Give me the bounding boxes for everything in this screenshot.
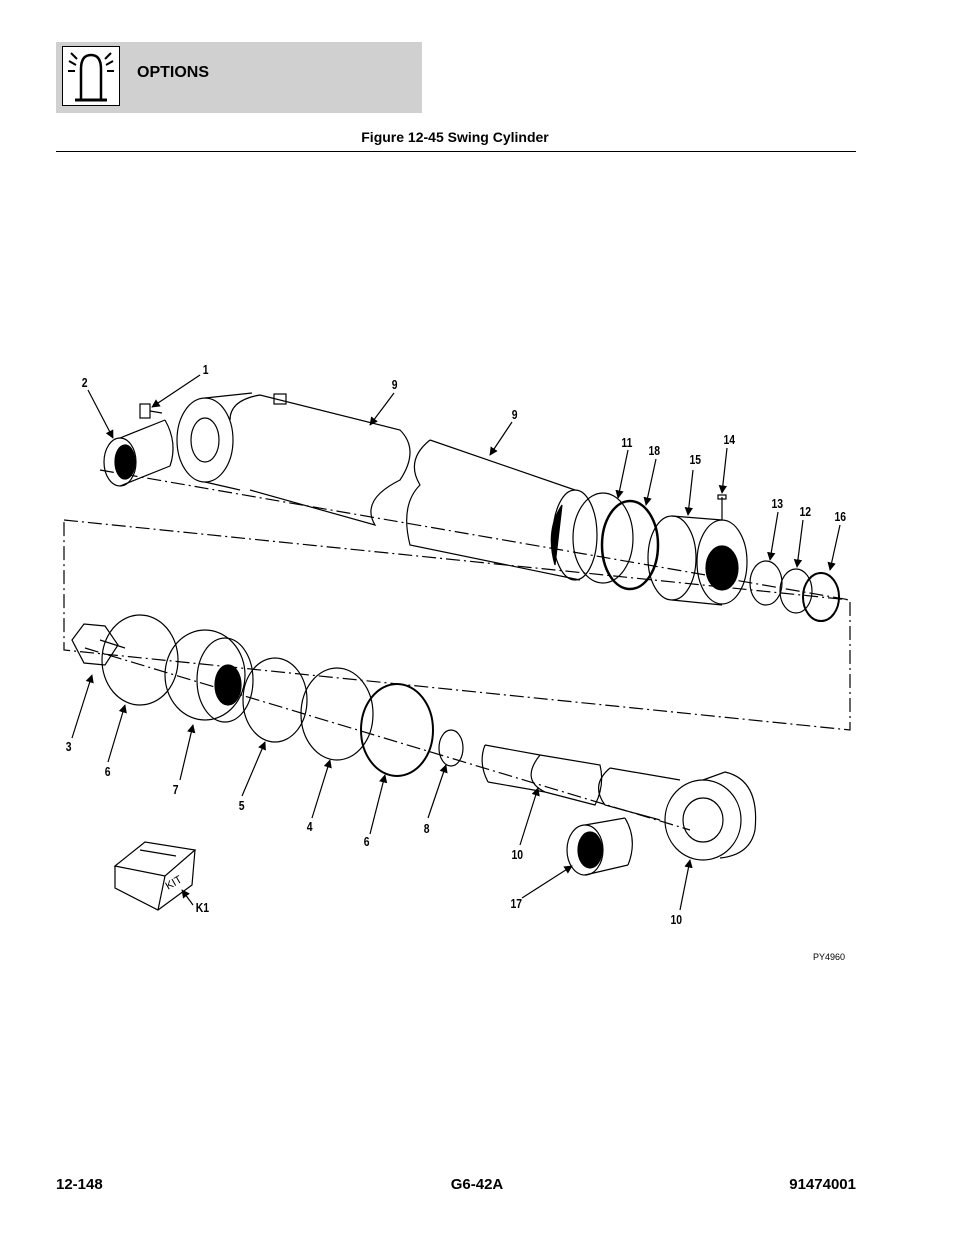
o-ring-part-11 xyxy=(572,492,634,584)
drawing-id: PY4960 xyxy=(813,952,845,962)
callout-9: 9 xyxy=(392,378,398,392)
callout-9b: 9 xyxy=(512,408,518,422)
callout-12: 12 xyxy=(799,505,811,519)
page-number: 12-148 xyxy=(56,1176,103,1193)
grease-fitting-part-1 xyxy=(139,403,163,419)
callout-6b: 6 xyxy=(364,835,370,849)
callout-k1: K1 xyxy=(196,901,210,915)
model-number: G6-42A xyxy=(450,1176,504,1193)
wear-ring-part-6b xyxy=(360,683,434,777)
callout-18: 18 xyxy=(648,444,660,458)
figure-title: Figure 12-45 Swing Cylinder xyxy=(361,129,549,145)
callout-17: 17 xyxy=(510,897,522,911)
lock-nut-part-3 xyxy=(71,623,126,666)
bushing-part-2 xyxy=(103,419,174,487)
kit-label: KIT xyxy=(164,874,185,893)
document-number: 91474001 xyxy=(789,1176,856,1193)
rod-part-10 xyxy=(481,744,681,821)
wear-ring-part-6 xyxy=(101,614,179,706)
callout-4: 4 xyxy=(307,820,313,834)
exploded-view-frame xyxy=(63,519,851,731)
barrel-part-9 xyxy=(176,392,411,526)
o-ring-part-8 xyxy=(438,729,464,767)
callout-10b: 10 xyxy=(670,913,682,927)
callout-5: 5 xyxy=(239,799,245,813)
callout-13: 13 xyxy=(771,497,783,511)
callout-1: 1 xyxy=(203,363,209,377)
backup-ring-part-18 xyxy=(600,499,660,591)
wiper-seal-part-16 xyxy=(802,572,840,622)
callout-16: 16 xyxy=(834,510,846,524)
o-ring-part-5 xyxy=(242,657,308,743)
rod-eye-part-10 xyxy=(664,771,757,861)
piston-part-7 xyxy=(164,629,254,723)
callout-11: 11 xyxy=(621,436,632,450)
callout-8: 8 xyxy=(424,822,430,836)
wiper-part-12 xyxy=(779,568,813,614)
kit-box-icon xyxy=(113,841,197,911)
callout-3: 3 xyxy=(66,740,72,754)
callout-15: 15 xyxy=(689,453,701,467)
bushing-part-17 xyxy=(566,817,633,876)
barrel-tube-part-9 xyxy=(406,439,598,581)
cylinder-head-part-15 xyxy=(647,494,748,606)
beacon-light-icon xyxy=(62,46,120,106)
seal-part-13 xyxy=(749,560,783,606)
header-rule xyxy=(56,151,856,152)
callout-2: 2 xyxy=(82,376,88,390)
piston-seal-part-4 xyxy=(300,667,374,761)
callout-7: 7 xyxy=(173,783,179,797)
callout-10: 10 xyxy=(511,848,523,862)
section-title: OPTIONS xyxy=(137,64,210,81)
callout-14: 14 xyxy=(723,433,735,447)
callout-6: 6 xyxy=(105,765,111,779)
